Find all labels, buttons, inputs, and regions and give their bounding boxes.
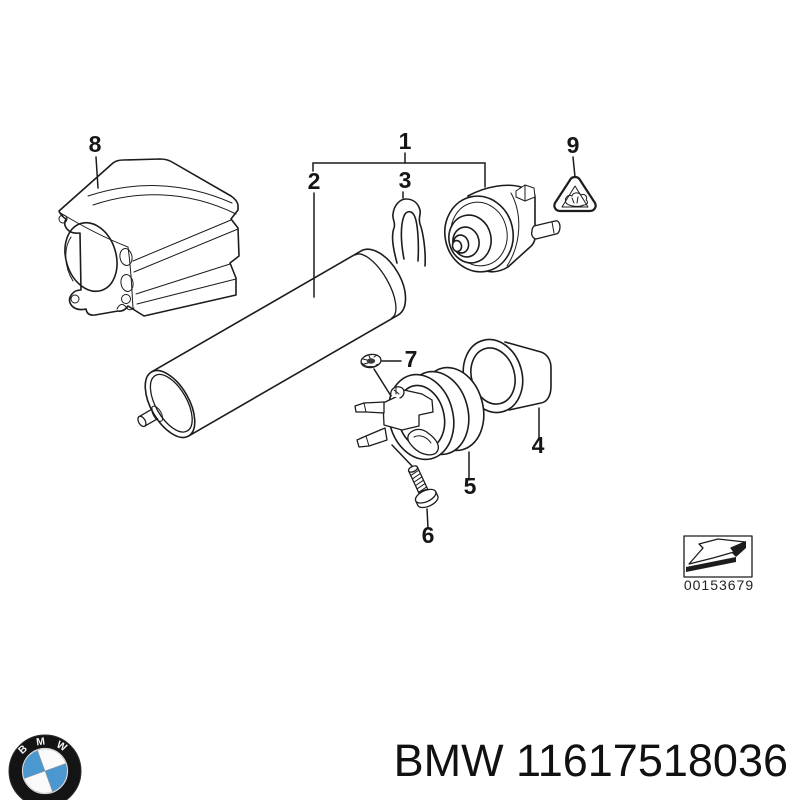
callout-labels: 1 2 3 4 5 6 7 8 9 [89, 128, 580, 548]
retaining-clip-part-3 [391, 198, 426, 267]
direction-arrow-icon [686, 538, 746, 572]
pressure-regulator-part-1 [444, 184, 561, 273]
fuel-filter-part-2 [137, 248, 407, 439]
callout-label-6: 6 [422, 522, 435, 548]
flange-nut-part-7 [360, 353, 382, 369]
stamp-box: 00153679 [683, 535, 754, 593]
bolt-part-6 [407, 465, 439, 509]
callout-label-9: 9 [567, 132, 580, 158]
warning-triangle-icon [553, 175, 597, 213]
bracket-part-8 [58, 158, 240, 317]
callout-label-3: 3 [399, 167, 412, 193]
callout-label-2: 2 [308, 168, 321, 194]
callout-label-1: 1 [399, 128, 412, 154]
callout-label-7: 7 [405, 346, 418, 372]
callout-label-4: 4 [532, 432, 545, 458]
callout-label-5: 5 [464, 473, 477, 499]
callout-leader-lines [95, 152, 576, 529]
clamp-bracket-part-5 [354, 366, 485, 467]
footer: B M W BMW 11617518036 [8, 734, 788, 800]
stamp-number: 00153679 [684, 577, 754, 593]
logo-letter-m: M [36, 736, 46, 749]
part-number-title: BMW 11617518036 [394, 735, 788, 786]
bmw-logo-icon: B M W [8, 734, 82, 800]
callout-label-8: 8 [89, 131, 102, 157]
